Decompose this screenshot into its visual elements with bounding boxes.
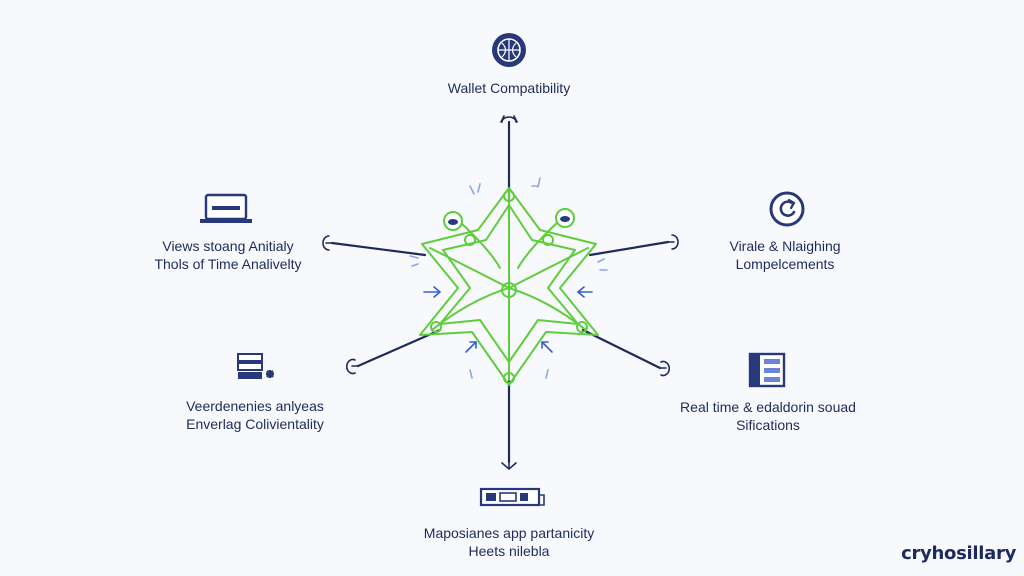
eye-node-right-pupil [560,216,570,222]
accent-arrow-left [423,286,442,298]
node-label-upper-right-line-1: Virale & Nlaighing [729,238,841,254]
server-unit-3 [238,372,262,379]
hook-lower-right [659,360,670,377]
node-label-lower-right-line-1: Real time & edaldorin souad [680,399,856,415]
brand-wordmark: cryhosillary [901,543,1016,564]
server-unit-2 [237,362,263,371]
server-gear [266,370,274,378]
node-label-bottom: Maposianes app partanicity Heets nilebla [389,524,629,560]
star-knot-left [464,234,476,246]
hook-upper-left [322,235,333,251]
dashboard-row-2 [764,368,780,373]
node-label-top-line-1: Wallet Compatibility [447,80,571,96]
star-knot-center [501,282,517,298]
circular-arrow-icon [769,191,805,227]
dashboard-panel-icon [748,352,786,388]
eye-node-left-pupil [448,219,458,225]
star-knot-lower-left [430,321,442,333]
star-outer-shape [419,187,599,386]
toolbar-window-icon [479,487,545,507]
hook-bottom [501,455,517,471]
accent-arrow-right [576,286,593,298]
star-knot-right [542,234,554,246]
toolbar-block-1 [486,493,496,501]
node-label-lower-left-line-1: Veerdenenies anlyeas [186,398,324,414]
circular-arrow-curve [779,200,796,217]
central-star-hub [419,187,599,386]
connector-upper-left [330,241,427,257]
circular-arrow-head [787,198,796,210]
hook-upper-right [667,234,679,250]
node-label-lower-right-line-2: Sifications [736,417,800,433]
sparkle-top-right [531,177,541,188]
server-unit-1 [237,353,263,362]
dashboard-sidebar [750,354,760,386]
node-label-upper-left: Views stoang Anitialy Thols of Time Anal… [128,237,328,273]
star-knot-top [503,190,515,202]
node-label-lower-right: Real time & edaldorin souad Sifications [658,398,878,434]
star-eye-nodes [443,208,575,231]
star-knot-lower-right [576,321,588,333]
toolbar-block-2 [499,492,517,502]
dashboard-row-3 [764,377,780,382]
node-label-upper-left-line-1: Views stoang Anitialy [162,238,294,254]
hook-lower-left [346,358,359,375]
connector-lower-right [581,328,662,370]
laptop-bar [212,206,240,210]
toolbar-block-3 [520,493,528,501]
circular-arrow-ring [769,191,805,227]
hook-top [500,115,518,123]
node-label-upper-left-line-2: Thols of Time Analivelty [154,256,302,272]
connector-end-hooks [322,115,679,471]
star-arm-right [508,247,589,331]
connector-upper-right [588,240,670,257]
laptop-icon [200,193,252,223]
sparkle-left [409,255,419,267]
node-label-bottom-line-1: Maposianes app partanicity [423,525,595,541]
sparkle-top-left [469,183,481,195]
star-wing-upper-left [459,221,501,269]
toolbar-corner [481,494,545,506]
node-label-upper-right-line-2: Lompelcements [735,256,835,272]
node-label-bottom-line-2: Heets nilebla [468,543,550,559]
globe-seal-icon [492,33,526,67]
sparkle-right [597,258,608,271]
accent-arrow-lower-right [541,341,553,353]
node-label-upper-right: Virale & Nlaighing Lompelcements [685,237,885,273]
node-label-lower-left: Veerdenenies anlyeas Enverlag Colivienta… [145,397,365,433]
sparkle-bottom-right [545,369,549,379]
connector-lower-left [356,328,442,368]
server-stack-icon [237,353,274,379]
sparkle-bottom-left [469,369,473,379]
star-wing-upper-right [517,221,559,269]
hub-accent-marks [409,177,608,379]
dashboard-row-1 [764,359,780,364]
laptop-base [200,219,252,223]
node-label-lower-left-line-2: Enverlag Colivientality [186,416,324,432]
node-label-top: Wallet Compatibility [409,79,609,97]
globe-seal-meridian [498,39,520,61]
accent-arrow-lower-left [465,341,477,353]
star-knot-bottom [503,372,515,384]
